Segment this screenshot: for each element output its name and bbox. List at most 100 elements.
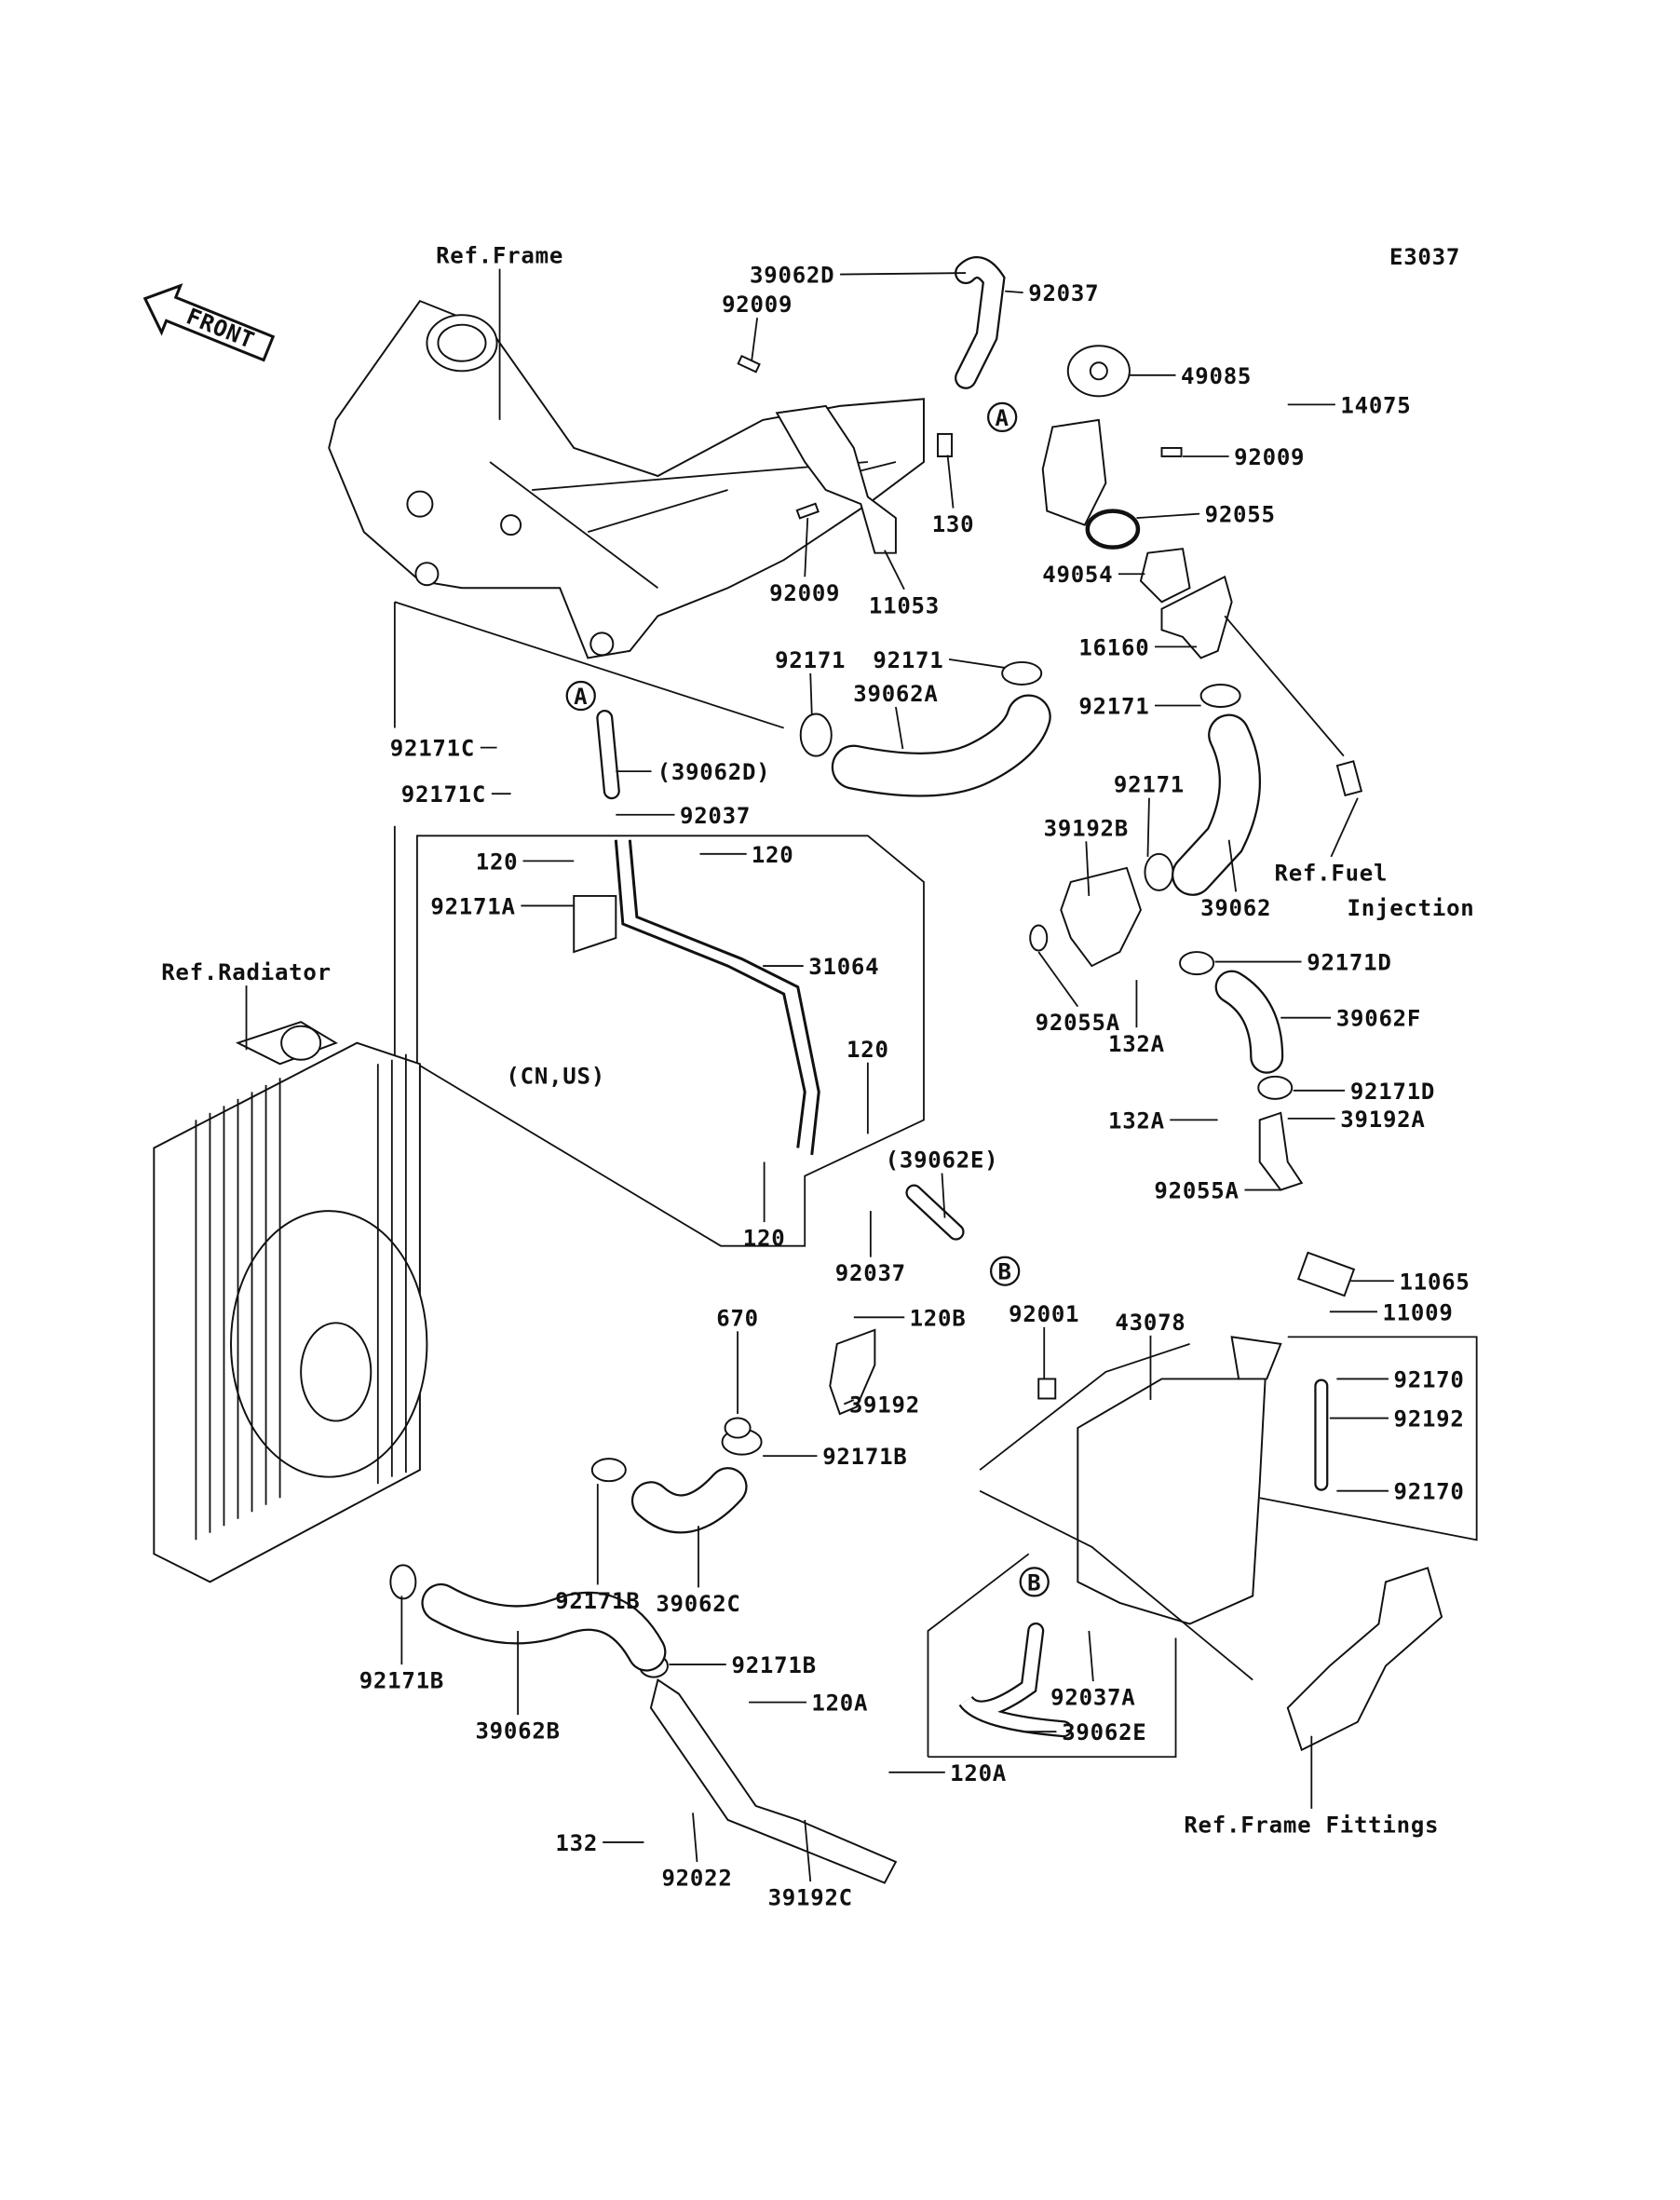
fitting-39192b-part: [1060, 866, 1142, 968]
part-label: 92171B: [555, 1588, 640, 1614]
part-label: (CN,US): [506, 1063, 605, 1089]
part-label: 39062E: [1062, 1719, 1146, 1745]
part-label: 39062F: [1336, 1006, 1421, 1032]
part-label: 92171: [873, 647, 943, 673]
part-label: 16160: [1078, 634, 1149, 660]
leader-line: [751, 318, 759, 361]
frame-part: [328, 299, 925, 659]
part-label: 132A: [1108, 1031, 1165, 1057]
part-label: 39192: [849, 1392, 920, 1419]
part-label: 49054: [1042, 562, 1113, 588]
part-label: 39192C: [768, 1885, 853, 1911]
part-label: Injection: [1348, 895, 1475, 921]
leader-line: [1088, 1630, 1094, 1682]
part-label: 120: [743, 1226, 786, 1252]
leader-line: [1330, 797, 1359, 858]
part-label: 92171C: [401, 781, 486, 808]
front-arrow-icon: FRONT: [142, 283, 276, 362]
part-label: 92171A: [430, 893, 515, 919]
part-label: 132: [555, 1830, 598, 1856]
part-label: 49085: [1181, 363, 1252, 389]
part-label: 11009: [1382, 1299, 1453, 1325]
svg-text:B: B: [1027, 1569, 1041, 1596]
part-label: 120: [752, 842, 794, 868]
part-label: Ref.Frame Fittings: [1184, 1812, 1439, 1838]
frame-fittings-part: [1286, 1567, 1443, 1752]
part-label: 92171: [1078, 694, 1149, 720]
part-label: 92037A: [1050, 1685, 1135, 1711]
part-label: 92022: [661, 1866, 732, 1892]
part-label: 92037: [1028, 280, 1099, 306]
part-label: 14075: [1340, 392, 1411, 418]
part-label: Ref.Frame: [436, 243, 563, 269]
pipe-39192c-part: [649, 1678, 898, 1884]
filler-neck-part: [1041, 418, 1107, 526]
leader-line: [1227, 839, 1238, 892]
callout-b-tank: B: [1019, 1567, 1050, 1597]
part-label: 92055: [1205, 502, 1276, 528]
svg-text:B: B: [998, 1259, 1012, 1285]
part-label: 11053: [869, 592, 940, 618]
part-label: 39192A: [1340, 1107, 1425, 1133]
part-label: 39062D: [750, 263, 834, 289]
leader-line: [804, 518, 809, 577]
reservoir-tank-part: [927, 1251, 1478, 1759]
leader-line: [884, 550, 905, 591]
part-label: 120: [847, 1037, 889, 1063]
leader-line: [692, 1813, 698, 1863]
thermostat-part: [1139, 548, 1191, 604]
leader-line: [809, 672, 813, 714]
radiator-cap-part: [1066, 345, 1131, 398]
callout-b-right: B: [989, 1256, 1021, 1286]
leader-line: [843, 1399, 855, 1406]
diagram-code: E3037: [1389, 244, 1460, 270]
part-label: 92192: [1394, 1406, 1465, 1433]
part-label: 92170: [1394, 1479, 1465, 1505]
radiator-part: [153, 1021, 428, 1583]
part-label: Ref.Fuel: [1274, 860, 1388, 886]
part-label: 130: [932, 511, 975, 537]
part-label: 670: [716, 1305, 759, 1331]
part-label: 92037: [680, 803, 751, 829]
leader-line: [1005, 290, 1023, 294]
part-label: (39062D): [657, 759, 771, 785]
part-label: 11065: [1400, 1269, 1470, 1295]
part-label: 39192B: [1044, 815, 1129, 841]
part-label: 92171: [1114, 772, 1185, 798]
part-label: 92037: [835, 1260, 906, 1286]
part-label: 92055A: [1036, 1010, 1120, 1036]
part-label: 92170: [1394, 1366, 1465, 1392]
svg-text:FRONT: FRONT: [183, 304, 258, 354]
part-label: 92171B: [359, 1668, 444, 1694]
callout-a-left: A: [565, 680, 596, 712]
leader-line: [895, 706, 904, 750]
fitting-39192-part: [829, 1328, 876, 1416]
part-label: 92171B: [822, 1444, 907, 1470]
part-label: 120A: [950, 1760, 1007, 1786]
thermostat-housing-part: [1160, 575, 1233, 659]
part-label: 132A: [1108, 1107, 1165, 1134]
leader-line: [948, 659, 1006, 669]
part-labels: Ref.Frame39062D9203792009490851407592009…: [161, 243, 1474, 1911]
svg-text:A: A: [574, 684, 588, 710]
leader-line: [840, 272, 967, 276]
leader-line: [1037, 951, 1079, 1008]
part-label: 120A: [811, 1691, 868, 1717]
part-label: 92009: [722, 292, 793, 318]
leader-line: [941, 1173, 946, 1218]
part-label: 92171B: [731, 1652, 816, 1678]
part-label: 92171C: [390, 736, 475, 762]
svg-text:A: A: [996, 405, 1009, 431]
part-label: (39062E): [886, 1148, 999, 1174]
callout-a-top: A: [986, 401, 1018, 433]
part-label: 39062B: [475, 1718, 560, 1745]
part-label: 92171D: [1307, 950, 1391, 976]
part-label: 120: [476, 849, 519, 875]
part-label: 120B: [910, 1305, 967, 1331]
leader-line: [1146, 797, 1150, 857]
leader-line: [804, 1819, 812, 1882]
leader-line: [946, 455, 955, 509]
part-label: 92171D: [1350, 1079, 1435, 1105]
bracket-part: [775, 404, 897, 554]
